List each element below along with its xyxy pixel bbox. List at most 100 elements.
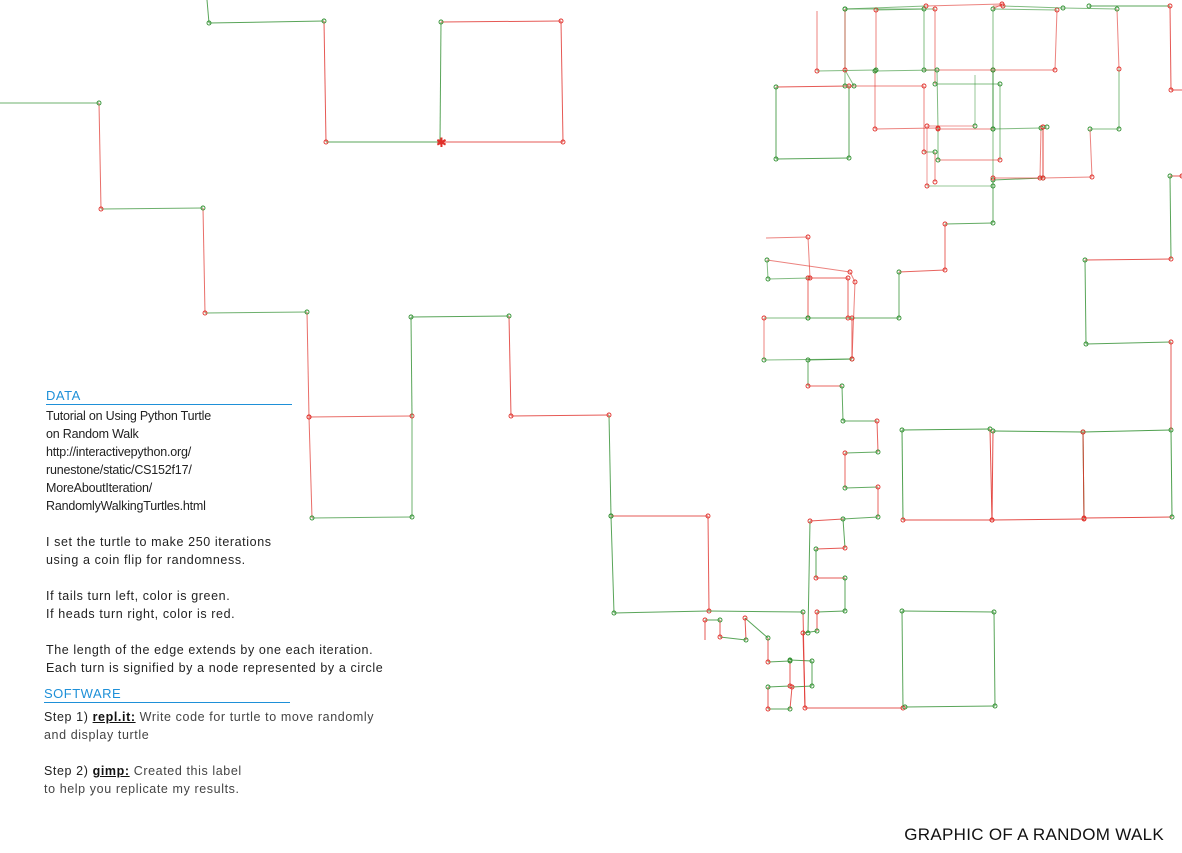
walk-edge xyxy=(1116,8,1120,70)
turn-node xyxy=(309,515,315,521)
walk-edge xyxy=(876,420,879,453)
walk-edge xyxy=(508,315,512,417)
walk-edge xyxy=(901,428,991,431)
turn-node xyxy=(787,657,793,663)
turn-node xyxy=(765,706,771,712)
turn-node xyxy=(96,100,102,106)
walk-edge xyxy=(992,8,1058,11)
turn-node xyxy=(1116,126,1122,132)
walk-edge xyxy=(1169,5,1172,91)
turn-node xyxy=(506,313,512,319)
turn-node xyxy=(814,628,820,634)
turn-node xyxy=(875,484,881,490)
walk-edge xyxy=(807,236,811,279)
walk-edge xyxy=(807,520,811,634)
walk-edge xyxy=(767,277,811,280)
turn-node xyxy=(814,68,820,74)
turn-node xyxy=(999,1,1005,7)
turn-node xyxy=(1040,175,1046,181)
turn-node xyxy=(924,123,930,129)
turn-node xyxy=(990,67,996,73)
walk-edge xyxy=(944,222,994,225)
turn-node xyxy=(805,315,811,321)
turn-node xyxy=(991,609,997,615)
step1-prefix: Step 1) xyxy=(44,710,89,724)
turn-node xyxy=(990,6,996,12)
walk-edge xyxy=(613,610,710,614)
turn-node xyxy=(807,275,813,281)
turn-node xyxy=(438,19,444,25)
walk-edge xyxy=(775,85,850,88)
turn-node xyxy=(842,83,848,89)
walk-edge xyxy=(991,430,994,521)
step2-text: Created this label xyxy=(133,764,242,778)
step1-line: Step 1) repl.it: Write code for turtle t… xyxy=(44,708,444,726)
turn-node xyxy=(902,704,908,710)
edge-rule-line: The length of the edge extends by one ea… xyxy=(46,643,374,657)
turn-node xyxy=(717,634,723,640)
walk-edge xyxy=(1042,176,1093,179)
turn-node xyxy=(873,67,879,73)
turn-node xyxy=(872,68,878,74)
graphic-title: GRAPHIC OF A RANDOM WALK xyxy=(904,825,1164,844)
turn-node xyxy=(847,269,853,275)
software-heading: SOFTWARE xyxy=(44,686,290,703)
turn-node xyxy=(990,220,996,226)
gimp-link[interactable]: gimp: xyxy=(92,764,130,778)
step2-line: Step 2) gimp: Created this label xyxy=(44,762,444,780)
walk-edge xyxy=(766,259,851,273)
turn-node xyxy=(558,18,564,24)
turn-node xyxy=(874,418,880,424)
turn-node xyxy=(842,450,848,456)
iterations-line: I set the turtle to make 250 iterations xyxy=(46,535,272,549)
turn-node xyxy=(1037,175,1043,181)
turn-node xyxy=(717,617,723,623)
walk-edge xyxy=(993,611,996,707)
walk-edge xyxy=(766,259,769,280)
walk-edge xyxy=(100,207,204,210)
turn-node xyxy=(934,67,940,73)
walk-edge xyxy=(708,610,804,613)
turn-node xyxy=(408,314,414,320)
turn-node xyxy=(773,84,779,90)
walk-edge xyxy=(763,358,853,361)
walk-edge xyxy=(936,69,939,130)
turn-node xyxy=(839,383,845,389)
turn-node xyxy=(1167,3,1173,9)
walk-edge xyxy=(842,516,879,520)
walk-edge xyxy=(901,610,995,613)
turn-node xyxy=(813,546,819,552)
turn-node xyxy=(896,315,902,321)
source-url-line: runestone/static/CS152f17/ xyxy=(46,463,192,477)
step1-text: Write code for turtle to move randomly xyxy=(139,710,375,724)
turn-node xyxy=(932,6,938,12)
edge-rule-line: Each turn is signified by a node represe… xyxy=(46,661,384,675)
turn-node xyxy=(787,706,793,712)
turn-node xyxy=(702,617,708,623)
walk-edge xyxy=(744,617,769,639)
walk-edge xyxy=(904,705,996,708)
turn-node xyxy=(800,609,806,615)
turn-node xyxy=(990,175,996,181)
turn-node xyxy=(842,545,848,551)
turn-node xyxy=(409,514,415,520)
turn-node xyxy=(896,269,902,275)
turn-node xyxy=(807,518,813,524)
walk-edge xyxy=(204,311,308,314)
walk-edge xyxy=(898,269,946,273)
walk-edge xyxy=(789,659,813,662)
turn-node xyxy=(805,234,811,240)
turn-node xyxy=(606,412,612,418)
walk-edge xyxy=(789,686,793,710)
turn-node xyxy=(1179,173,1182,179)
replit-link[interactable]: repl.it: xyxy=(92,710,136,724)
turn-node xyxy=(875,449,881,455)
walk-edge xyxy=(765,236,809,239)
walk-edge xyxy=(308,415,413,418)
walk-edge xyxy=(844,5,927,10)
walk-edge xyxy=(744,617,747,641)
walk-edge xyxy=(851,281,856,360)
turn-node xyxy=(206,20,212,26)
turn-node xyxy=(742,615,748,621)
walk-edge xyxy=(874,127,939,130)
